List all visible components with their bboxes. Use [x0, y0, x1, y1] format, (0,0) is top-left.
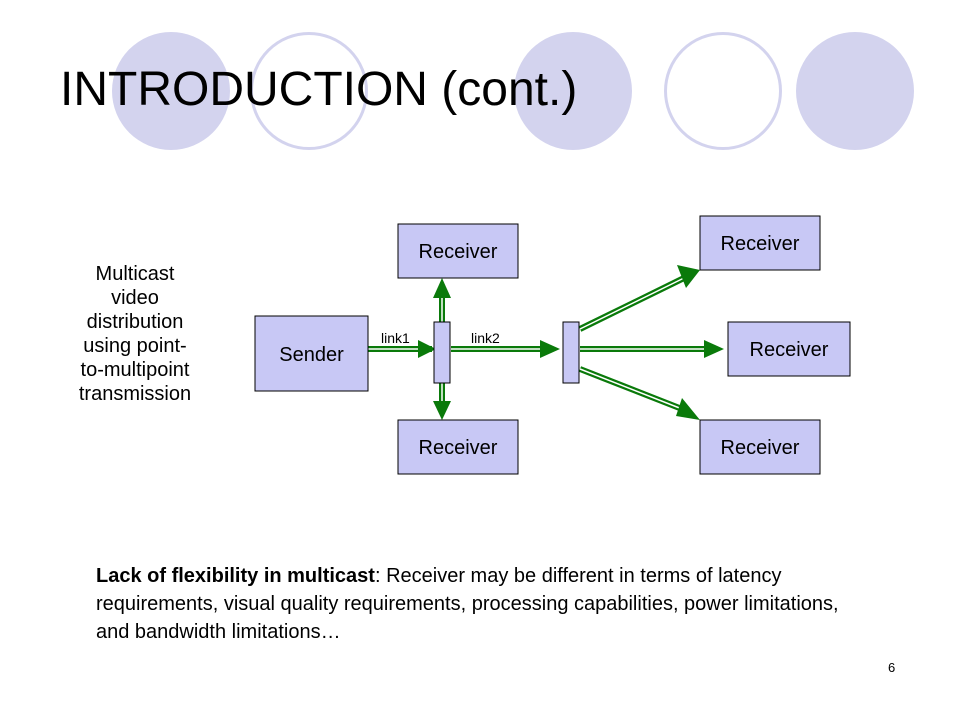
- caption-line-1: Multicast: [95, 263, 175, 285]
- arrow-router2-to-receiver-right-bottom: [578, 366, 700, 420]
- receiver-right-middle-label: Receiver: [750, 339, 829, 361]
- slide-title: INTRODUCTION (cont.): [60, 63, 578, 116]
- caption-line-6: transmission: [78, 383, 192, 405]
- link2-label: link2: [471, 330, 500, 346]
- receiver-right-bottom-node: Receiver: [699, 419, 821, 475]
- decorative-circle-1: [112, 32, 230, 150]
- arrow-router1-to-router2: [451, 340, 560, 358]
- page-number: 6: [888, 660, 896, 675]
- receiver-right-bottom-label: Receiver: [721, 437, 800, 459]
- decorative-circle-4: [664, 32, 782, 150]
- sender-node: Sender: [254, 315, 369, 392]
- receiver-right-middle-node: Receiver: [727, 321, 851, 377]
- note-body: : Receiver may be different in terms of …: [96, 565, 839, 643]
- receiver-right-top-label: Receiver: [721, 233, 800, 255]
- router-1: [433, 321, 451, 384]
- receiver-top-node: Receiver: [397, 223, 519, 279]
- caption-line-4: using point-: [83, 335, 187, 357]
- sender-label: Sender: [279, 344, 344, 366]
- receiver-bottom-node: Receiver: [397, 419, 519, 475]
- receiver-top-label: Receiver: [419, 241, 498, 263]
- decorative-circle-5: [796, 32, 914, 150]
- receiver-bottom-label: Receiver: [419, 437, 498, 459]
- router-2: [562, 321, 580, 384]
- caption-line-5: to-multipoint: [80, 359, 190, 381]
- flexibility-note: Lack of flexibility in multicast: Receiv…: [96, 562, 856, 646]
- arrow-router1-to-receiver-top: [433, 278, 451, 322]
- arrow-router2-to-receiver-right-top: [578, 265, 700, 332]
- decorative-circle-3: [514, 32, 632, 150]
- decorative-circle-2: [250, 32, 368, 150]
- arrow-sender-to-router1: [368, 340, 436, 358]
- note-emphasis: Lack of flexibility in multicast: [96, 565, 375, 587]
- receiver-right-top-node: Receiver: [699, 215, 821, 271]
- link1-label: link1: [381, 330, 410, 346]
- caption-line-2: video: [111, 287, 159, 309]
- arrow-router2-to-receiver-right-middle: [580, 340, 724, 358]
- arrow-router1-to-receiver-bottom: [433, 383, 451, 420]
- diagram-caption: Multicast video distribution using point…: [60, 262, 210, 406]
- caption-line-3: distribution: [86, 311, 184, 333]
